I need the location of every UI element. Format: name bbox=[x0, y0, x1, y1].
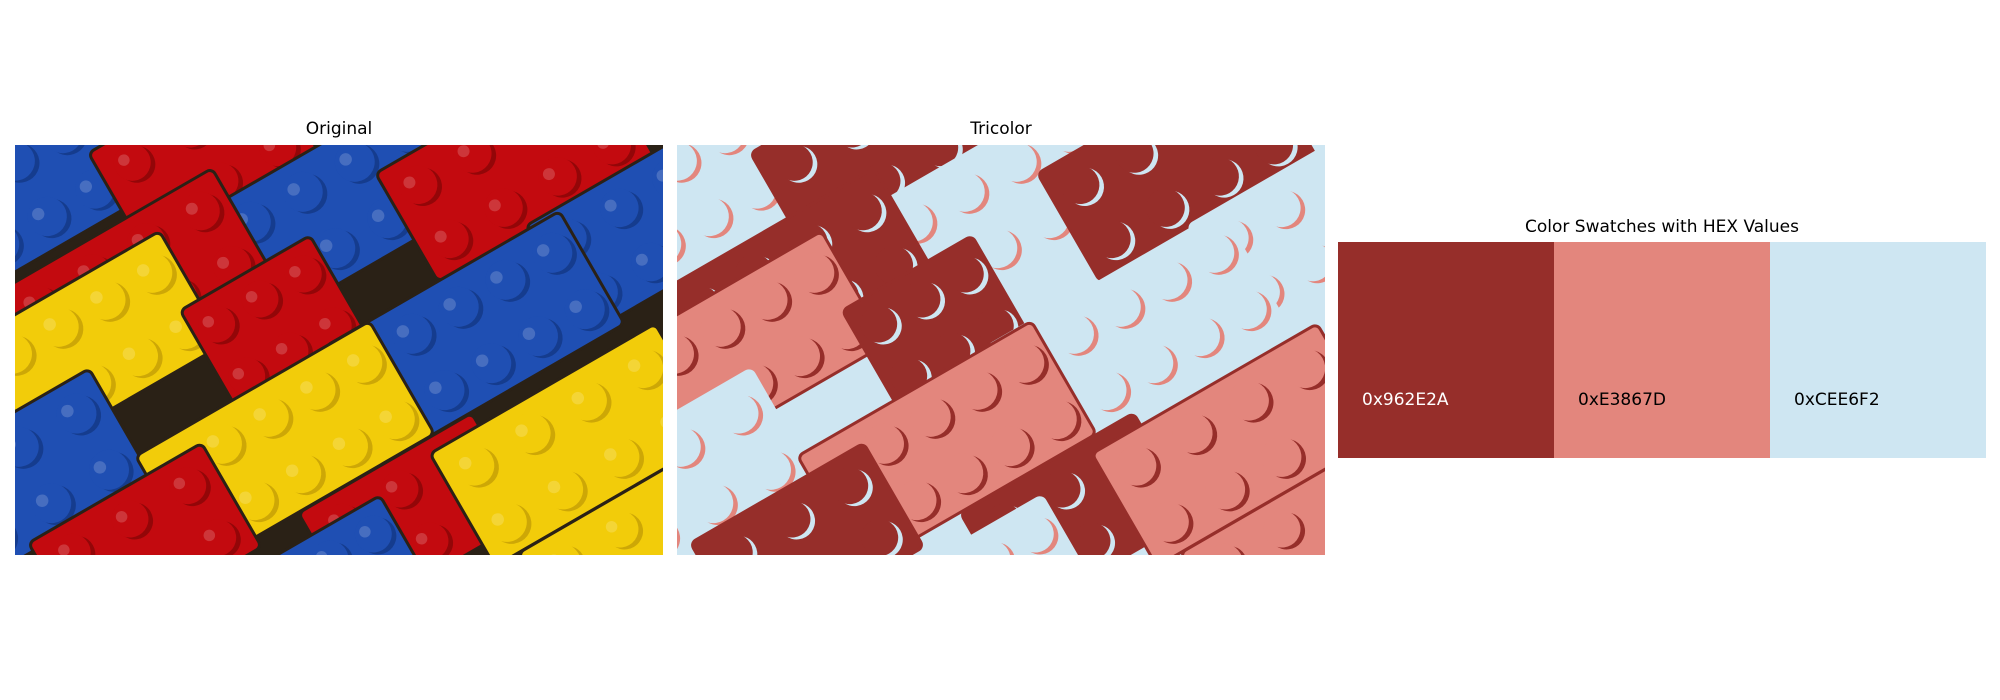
brick bbox=[250, 496, 440, 555]
original-image bbox=[15, 145, 663, 555]
brick bbox=[1038, 145, 1316, 281]
brick bbox=[180, 236, 370, 414]
swatch-hex-label: 0x962E2A bbox=[1362, 390, 1449, 410]
tricolor-lego-image bbox=[677, 145, 1325, 555]
tricolor-title: Tricolor bbox=[970, 119, 1032, 139]
swatch-salmon: 0xE3867D bbox=[1554, 242, 1770, 458]
brick bbox=[376, 145, 654, 281]
brick bbox=[519, 453, 663, 555]
original-title: Original bbox=[305, 119, 373, 139]
swatch-hex-label: 0xE3867D bbox=[1578, 390, 1666, 410]
swatch-dark-red: 0x962E2A bbox=[1338, 242, 1554, 458]
swatch-hex-label: 0xCEE6F2 bbox=[1794, 390, 1880, 410]
brick bbox=[912, 496, 1102, 555]
brick bbox=[691, 443, 923, 555]
brick bbox=[29, 443, 261, 555]
swatches-title: Color Swatches with HEX Values bbox=[1525, 217, 1799, 237]
brick bbox=[1181, 453, 1325, 555]
color-swatch-strip: 0x962E2A 0xE3867D 0xCEE6F2 bbox=[1338, 242, 1986, 458]
brick bbox=[842, 236, 1032, 414]
brick bbox=[430, 324, 663, 555]
swatch-light-blue: 0xCEE6F2 bbox=[1770, 242, 1986, 458]
brick bbox=[15, 369, 154, 555]
original-lego-image bbox=[15, 145, 663, 555]
tricolor-image bbox=[677, 145, 1325, 555]
